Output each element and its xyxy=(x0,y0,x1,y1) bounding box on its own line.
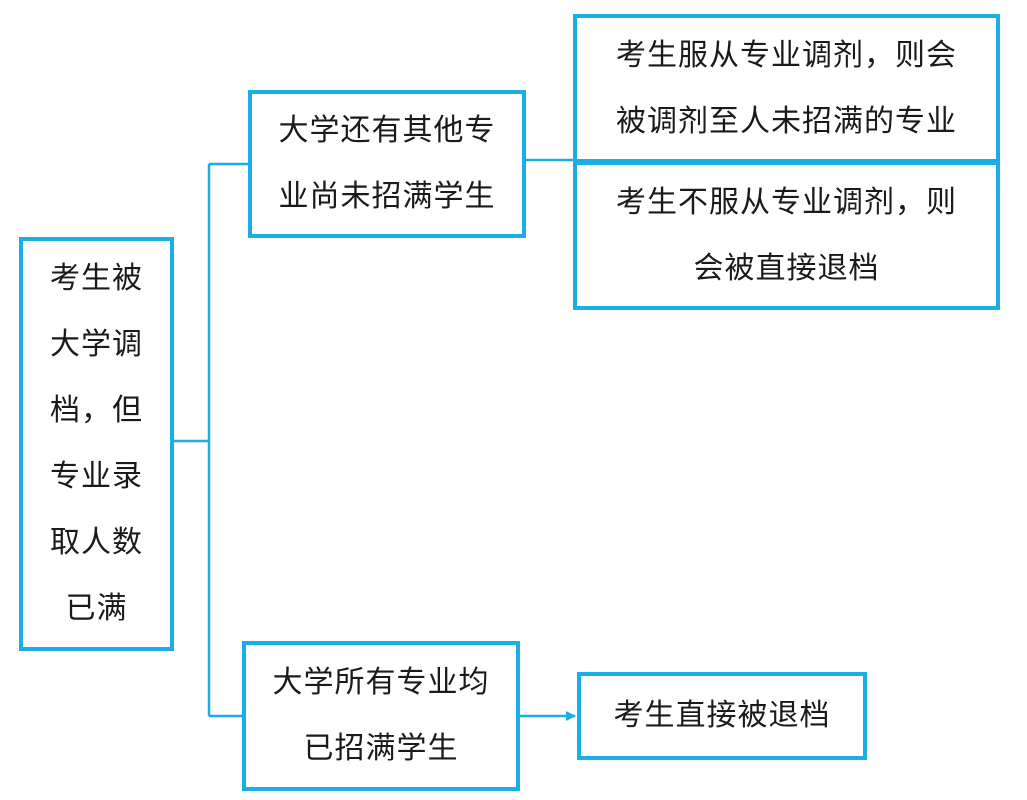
direct-return-text: 考生直接被退档 xyxy=(613,698,831,733)
root-node: 考生被大学调档，但专业录取人数已满 xyxy=(19,237,174,651)
lower-branch-text: 大学所有专业均已招满学生 xyxy=(272,665,490,766)
reject-adjustment-node: 考生不服从专业调剂，则会被直接退档 xyxy=(573,161,1000,310)
upper-branch-text: 大学还有其他专业尚未招满学生 xyxy=(278,113,496,214)
lower-branch-node: 大学所有专业均已招满学生 xyxy=(242,641,520,791)
accept-adjustment-node: 考生服从专业调剂，则会被调剂至人未招满的专业 xyxy=(573,14,1000,163)
accept-adjustment-text: 考生服从专业调剂，则会被调剂至人未招满的专业 xyxy=(616,37,957,139)
reject-adjustment-text: 考生不服从专业调剂，则会被直接退档 xyxy=(616,184,957,286)
upper-branch-node: 大学还有其他专业尚未招满学生 xyxy=(248,90,526,238)
root-node-text: 考生被大学调档，但专业录取人数已满 xyxy=(50,261,143,626)
direct-return-node: 考生直接被退档 xyxy=(577,672,867,760)
